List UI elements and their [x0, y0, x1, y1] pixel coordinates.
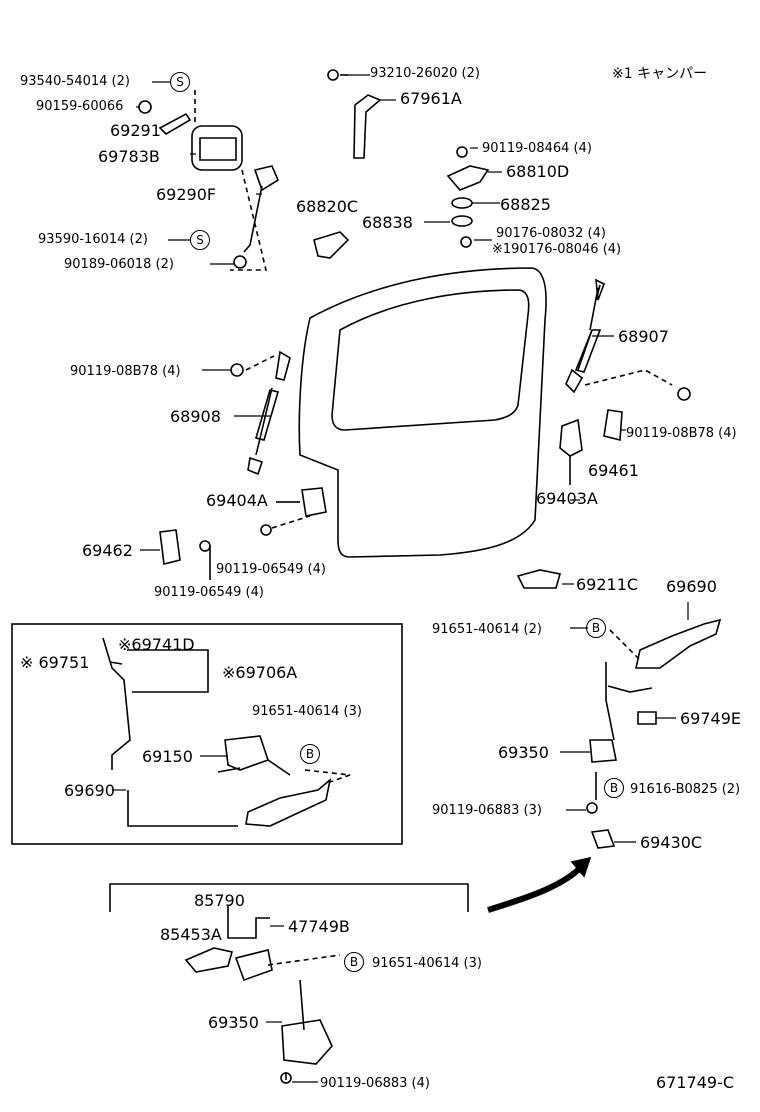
- label-69403A: 69403A: [536, 489, 598, 508]
- circle-b-4: B: [344, 952, 364, 972]
- box-easy-closer: [109, 883, 469, 912]
- label-69290F: 69290F: [156, 185, 217, 204]
- label-91651-box: 91651-40614 (3): [252, 704, 362, 719]
- part-85453A: [184, 947, 234, 973]
- circle-b-2: B: [604, 778, 624, 798]
- part-69430C: [590, 829, 616, 849]
- label-69749E: 69749E: [680, 709, 742, 728]
- label-90119-06549-a: 90119-06549 (4): [216, 562, 326, 577]
- label-91651-right: 91651-40614 (2): [432, 622, 542, 637]
- label-85453A: 85453A: [160, 925, 222, 944]
- actuator-69150: [224, 735, 270, 771]
- rod-69290F: [243, 185, 263, 253]
- label-69404A: 69404A: [206, 491, 268, 510]
- label-90159: 90159-60066: [36, 99, 124, 114]
- label-69462: 69462: [82, 541, 133, 560]
- label-68820C: 68820C: [296, 197, 359, 216]
- box-denji-lock: [11, 623, 403, 845]
- circle-b-3: B: [300, 744, 320, 764]
- bracket-69461: [603, 409, 623, 442]
- label-69350-bottom: 69350: [208, 1013, 259, 1032]
- label-68825: 68825: [500, 195, 551, 214]
- label-68908: 68908: [170, 407, 221, 426]
- label-90119-06883-right: 90119-06883 (3): [432, 803, 542, 818]
- label-90189: 90189-06018 (2): [64, 257, 174, 272]
- label-90119-08464: 90119-08464 (4): [482, 141, 592, 156]
- label-90119-08B78-left: 90119-08B78 (4): [70, 364, 181, 379]
- label-69690-right: 69690: [666, 577, 717, 596]
- label-90176-08032: 90176-08032 (4): [496, 226, 606, 241]
- part-69211C: [516, 569, 562, 589]
- strut-68908: [275, 350, 291, 381]
- label-93210: 93210-26020 (2): [370, 66, 480, 81]
- label-69783B: 69783B: [98, 147, 160, 166]
- hinge-69403A: [559, 418, 583, 457]
- lock-69350-bottom: [281, 979, 333, 1065]
- diagram-id: 671749-C: [656, 1073, 735, 1092]
- label-90119-08B78-right: 90119-08B78 (4): [626, 426, 737, 441]
- bracket-69462: [159, 529, 181, 565]
- label-90119-06883-bottom: 90119-06883 (4): [320, 1076, 430, 1091]
- part-68820C: [313, 231, 350, 259]
- label-69350-right: 69350: [498, 743, 549, 762]
- circle-s-1: S: [170, 72, 190, 92]
- handle-69783B: [191, 125, 243, 171]
- rod-69741D: [102, 637, 131, 770]
- label-68810D: 68810D: [506, 162, 570, 181]
- hinge-69404A: [301, 487, 327, 517]
- circle-b-1: B: [586, 618, 606, 638]
- note-top-right: ※1 キャンパー: [612, 66, 708, 82]
- label-91616: 91616-B0825 (2): [630, 782, 741, 797]
- label-69291: 69291: [110, 121, 161, 140]
- circle-s-2: S: [190, 230, 210, 250]
- part-69291: [158, 112, 192, 136]
- label-69461: 69461: [588, 461, 639, 480]
- rod-69350: [605, 662, 615, 741]
- label-68838: 68838: [362, 213, 413, 232]
- label-91651-bottom: 91651-40614 (3): [372, 956, 482, 971]
- back-door-window: [331, 289, 530, 431]
- label-69211C: 69211C: [576, 575, 639, 594]
- label-69706A: ※69706A: [222, 663, 298, 682]
- label-68907: 68907: [618, 327, 669, 346]
- label-47749B: 47749B: [288, 917, 350, 936]
- stay-67961A: [353, 94, 382, 159]
- label-90119-06549-b: 90119-06549 (4): [154, 585, 264, 600]
- label-190176-08046: ※190176-08046 (4): [492, 242, 622, 257]
- label-93540: 93540-54014 (2): [20, 74, 130, 89]
- part-69749E: [637, 711, 657, 725]
- part-68810D: [446, 165, 490, 191]
- label-69751: ※ 69751: [20, 653, 90, 672]
- back-door-outline: [298, 267, 547, 558]
- lock-69690-box: [245, 777, 332, 827]
- label-69150: 69150: [142, 747, 193, 766]
- label-69430C: 69430C: [640, 833, 703, 852]
- label-69690-box: 69690: [64, 781, 115, 800]
- label-69741D: ※69741D: [118, 635, 195, 654]
- arrow: [487, 865, 583, 913]
- label-85790: 85790: [194, 891, 245, 910]
- label-67961A: 67961A: [400, 89, 462, 108]
- label-93590: 93590-16014 (2): [38, 232, 148, 247]
- lock-69690: [635, 618, 722, 669]
